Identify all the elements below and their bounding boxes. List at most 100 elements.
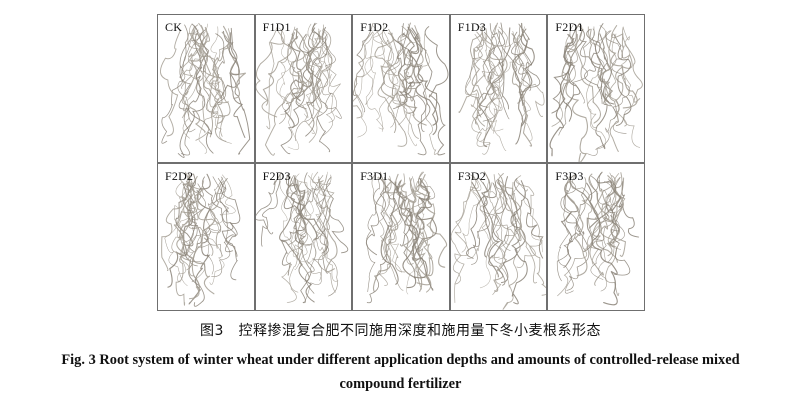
- root-strand: [181, 22, 204, 89]
- root-strand: [222, 25, 247, 99]
- root-strand: [265, 27, 277, 130]
- root-strand: [619, 180, 640, 238]
- root-strand: [387, 181, 403, 273]
- root-strand: [161, 24, 189, 144]
- root-strand: [471, 28, 488, 127]
- root-image: [160, 22, 251, 158]
- root-strand: [313, 174, 338, 296]
- root-strand: [563, 175, 582, 242]
- root-strand: [212, 31, 231, 124]
- root-strand: [353, 22, 374, 113]
- root-strand: [511, 22, 528, 127]
- root-strand: [470, 177, 490, 265]
- root-strand: [377, 30, 400, 128]
- root-strand: [307, 28, 333, 126]
- root-strand: [303, 23, 323, 114]
- root-strand: [199, 28, 218, 113]
- root-strand: [595, 23, 614, 150]
- root-strand: [565, 25, 586, 110]
- root-strand: [199, 33, 220, 138]
- root-image: [366, 171, 448, 303]
- root-strand: [167, 172, 193, 288]
- root-strand: [415, 32, 433, 156]
- root-strand: [380, 171, 416, 278]
- root-strand: [605, 30, 639, 109]
- root-strand: [177, 32, 209, 158]
- root-strand: [509, 181, 547, 296]
- root-strand: [219, 27, 240, 99]
- panel-label: F1D2: [360, 20, 389, 34]
- root-strand: [395, 180, 418, 278]
- root-strand: [306, 32, 323, 106]
- root-strand: [478, 27, 511, 148]
- root-strand: [209, 28, 231, 137]
- root-strand: [401, 25, 424, 102]
- root-strand: [164, 179, 190, 286]
- root-strand: [588, 26, 628, 127]
- panel-label: CK: [165, 20, 183, 34]
- root-strand: [489, 26, 525, 134]
- panel-label: F2D1: [555, 20, 584, 34]
- root-strand: [461, 174, 481, 253]
- root-strand: [160, 29, 182, 137]
- root-strand: [255, 171, 282, 234]
- root-strand: [196, 181, 225, 275]
- root-strand: [411, 27, 439, 126]
- root-strand: [465, 182, 497, 259]
- root-strand: [515, 28, 535, 145]
- panel-f2d3: F2D3: [254, 162, 353, 311]
- root-strand: [482, 24, 497, 122]
- root-strand: [364, 22, 385, 130]
- panel-f2d1: F2D1: [547, 14, 645, 163]
- root-strand: [186, 173, 222, 249]
- root-strand: [485, 30, 515, 152]
- root-strand: [285, 28, 311, 105]
- root-strand: [222, 30, 246, 138]
- root-strand: [407, 26, 438, 136]
- root-strand: [589, 176, 615, 280]
- root-strand: [592, 172, 613, 291]
- root-strand: [211, 175, 231, 277]
- root-strand: [561, 33, 589, 162]
- root-strand: [500, 179, 526, 283]
- root-strand: [307, 174, 325, 281]
- root-strand: [302, 174, 331, 303]
- root-strand: [479, 181, 511, 251]
- root-strand: [301, 27, 329, 118]
- root-strand: [415, 171, 436, 289]
- root-strand: [308, 28, 332, 143]
- panel-f1d1: F1D1: [254, 14, 353, 163]
- root-strand: [566, 176, 590, 291]
- root-image: [557, 171, 640, 305]
- root-strand: [608, 176, 626, 262]
- root-strand: [378, 176, 392, 286]
- root-strand: [292, 172, 314, 257]
- root-strand: [393, 27, 410, 110]
- panel-label: F3D2: [457, 168, 486, 183]
- root-strand: [402, 180, 431, 285]
- root-strand: [278, 26, 298, 125]
- root-strand: [510, 31, 531, 93]
- root-strand: [622, 26, 644, 103]
- panel-label: F1D3: [457, 20, 486, 34]
- panel-label: F2D3: [262, 168, 291, 183]
- root-strand: [490, 172, 509, 295]
- root-strand: [192, 180, 223, 294]
- root-strand: [366, 176, 381, 292]
- root-strand: [175, 181, 192, 282]
- root-strand: [599, 33, 620, 152]
- root-strand: [377, 28, 408, 147]
- panel-label: F2D2: [165, 168, 194, 183]
- panel-f1d3: F1D3: [449, 14, 548, 163]
- root-strand: [294, 177, 306, 244]
- root-strand: [400, 22, 427, 126]
- root-strand: [414, 177, 438, 291]
- root-strand: [171, 177, 193, 254]
- root-strand: [278, 182, 315, 303]
- root-photo-figure: CK F1D1 F1D2 F1D3 F2D1 F2D2 F2D3 F3D1 F3…: [157, 14, 645, 311]
- root-strand: [314, 173, 338, 282]
- root-strand: [255, 31, 284, 118]
- root-strand: [474, 33, 503, 142]
- root-strand: [322, 33, 342, 119]
- root-strand: [383, 23, 411, 126]
